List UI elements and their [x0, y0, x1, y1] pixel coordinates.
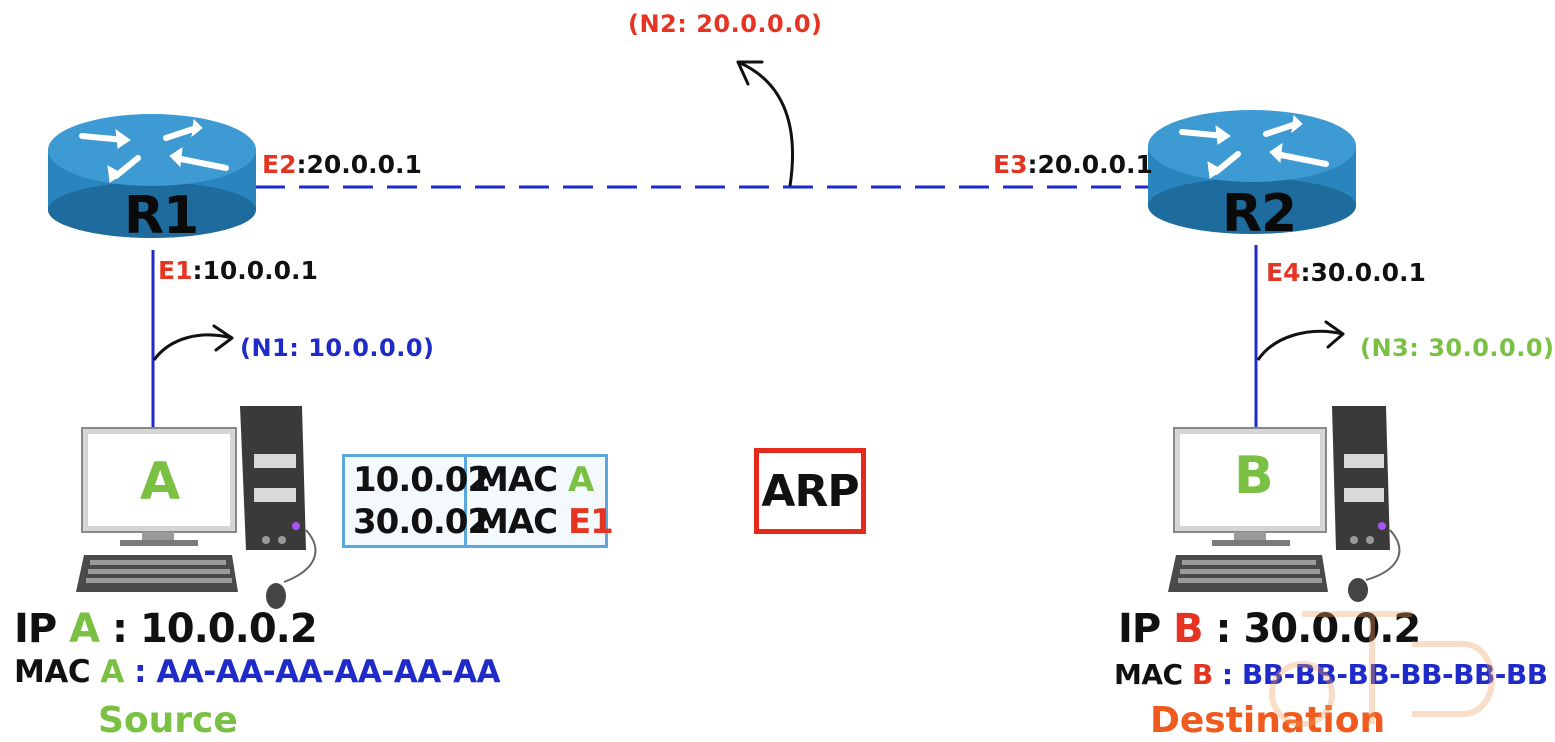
arp-row-2-ip: 30.0.02 [353, 502, 491, 542]
arp-row-1-ip: 10.0.02 [353, 460, 491, 500]
arp-ip-column: 10.0.02 30.0.02 [345, 457, 491, 545]
host-a-ip: IP A : 10.0.0.2 [14, 606, 318, 652]
host-b-mac-prefix: MAC [1114, 658, 1192, 691]
host-b-ip: IP B : 30.0.0.2 [1118, 606, 1422, 652]
network-n2-label: (N2: 20.0.0.0) [628, 10, 823, 38]
host-b-mac-letter: B [1191, 658, 1213, 691]
host-a-mac: MAC A : AA-AA-AA-AA-AA-AA [14, 654, 501, 690]
host-a-ip-value: : 10.0.0.2 [99, 606, 318, 652]
host-b-mac-value: BB-BB-BB-BB-BB-BB [1241, 658, 1548, 691]
host-b-ip-letter: B [1173, 606, 1203, 652]
interface-e4-ip: :30.0.0.1 [1300, 258, 1426, 287]
arp-row-2-mac-suffix: E1 [567, 502, 614, 542]
arp-row-1-mac-suffix: A [567, 460, 594, 500]
router-r2-icon [1148, 110, 1356, 234]
host-a-mac-sep: : [123, 654, 157, 690]
computer-a-icon [76, 406, 317, 609]
arp-label-box: ARP [754, 448, 866, 534]
interface-e4-label: E4:30.0.0.1 [1266, 258, 1426, 287]
n3-pointer-arrow [1256, 329, 1344, 361]
host-a-role: Source [98, 700, 238, 741]
arp-row-2-mac: MAC E1 [475, 501, 614, 543]
arp-row-1-mac-prefix: MAC [475, 460, 568, 500]
n1-arrowhead [212, 324, 234, 352]
n2-arrowhead [736, 60, 764, 86]
interface-e1-name: E1 [158, 256, 193, 285]
host-a-ip-letter: A [69, 606, 100, 652]
computer-a-letter: A [140, 452, 181, 512]
interface-e2-ip: :20.0.0.1 [296, 150, 422, 179]
host-b-mac: MAC B : BB-BB-BB-BB-BB-BB [1114, 658, 1548, 691]
watermark-logo [1269, 611, 1495, 727]
host-a-mac-value: AA-AA-AA-AA-AA-AA [156, 654, 501, 690]
arp-cache-table: 10.0.02 30.0.02 MAC A MAC E1 [342, 454, 614, 548]
host-b-ip-value: : 30.0.0.2 [1202, 606, 1422, 652]
interface-e4-name: E4 [1266, 258, 1301, 287]
n3-arrowhead [1324, 320, 1345, 349]
n1-pointer-arrow [152, 333, 233, 361]
interface-e3-label: E3:20.0.0.1 [993, 150, 1153, 179]
interface-e2-name: E2 [262, 150, 297, 179]
arp-row-2-mac-prefix: MAC [475, 502, 568, 542]
host-b-role: Destination [1150, 700, 1386, 741]
interface-e1-label: E1:10.0.0.1 [158, 256, 318, 285]
host-b-mac-sep: : [1212, 658, 1242, 691]
network-n1-label: (N1: 10.0.0.0) [240, 334, 435, 362]
computer-b-letter: B [1234, 446, 1274, 506]
arp-row-1-mac: MAC A [475, 459, 613, 501]
host-a-mac-prefix: MAC [14, 654, 101, 690]
router-r1-label: R1 [124, 186, 199, 246]
network-n3-label: (N3: 30.0.0.0) [1360, 334, 1555, 362]
host-b-ip-prefix: IP [1118, 606, 1174, 652]
interface-e3-name: E3 [993, 150, 1028, 179]
host-a-mac-letter: A [100, 654, 124, 690]
host-a-ip-prefix: IP [14, 606, 70, 652]
arp-mac-column: MAC A MAC E1 [467, 457, 621, 545]
router-r2-label: R2 [1222, 184, 1297, 244]
interface-e2-label: E2:20.0.0.1 [262, 150, 422, 179]
interface-e3-ip: :20.0.0.1 [1027, 150, 1153, 179]
interface-e1-ip: :10.0.0.1 [192, 256, 318, 285]
n2-pointer-arrow [737, 60, 795, 187]
computer-b-icon [1168, 406, 1401, 602]
router-r1-icon [48, 114, 256, 238]
